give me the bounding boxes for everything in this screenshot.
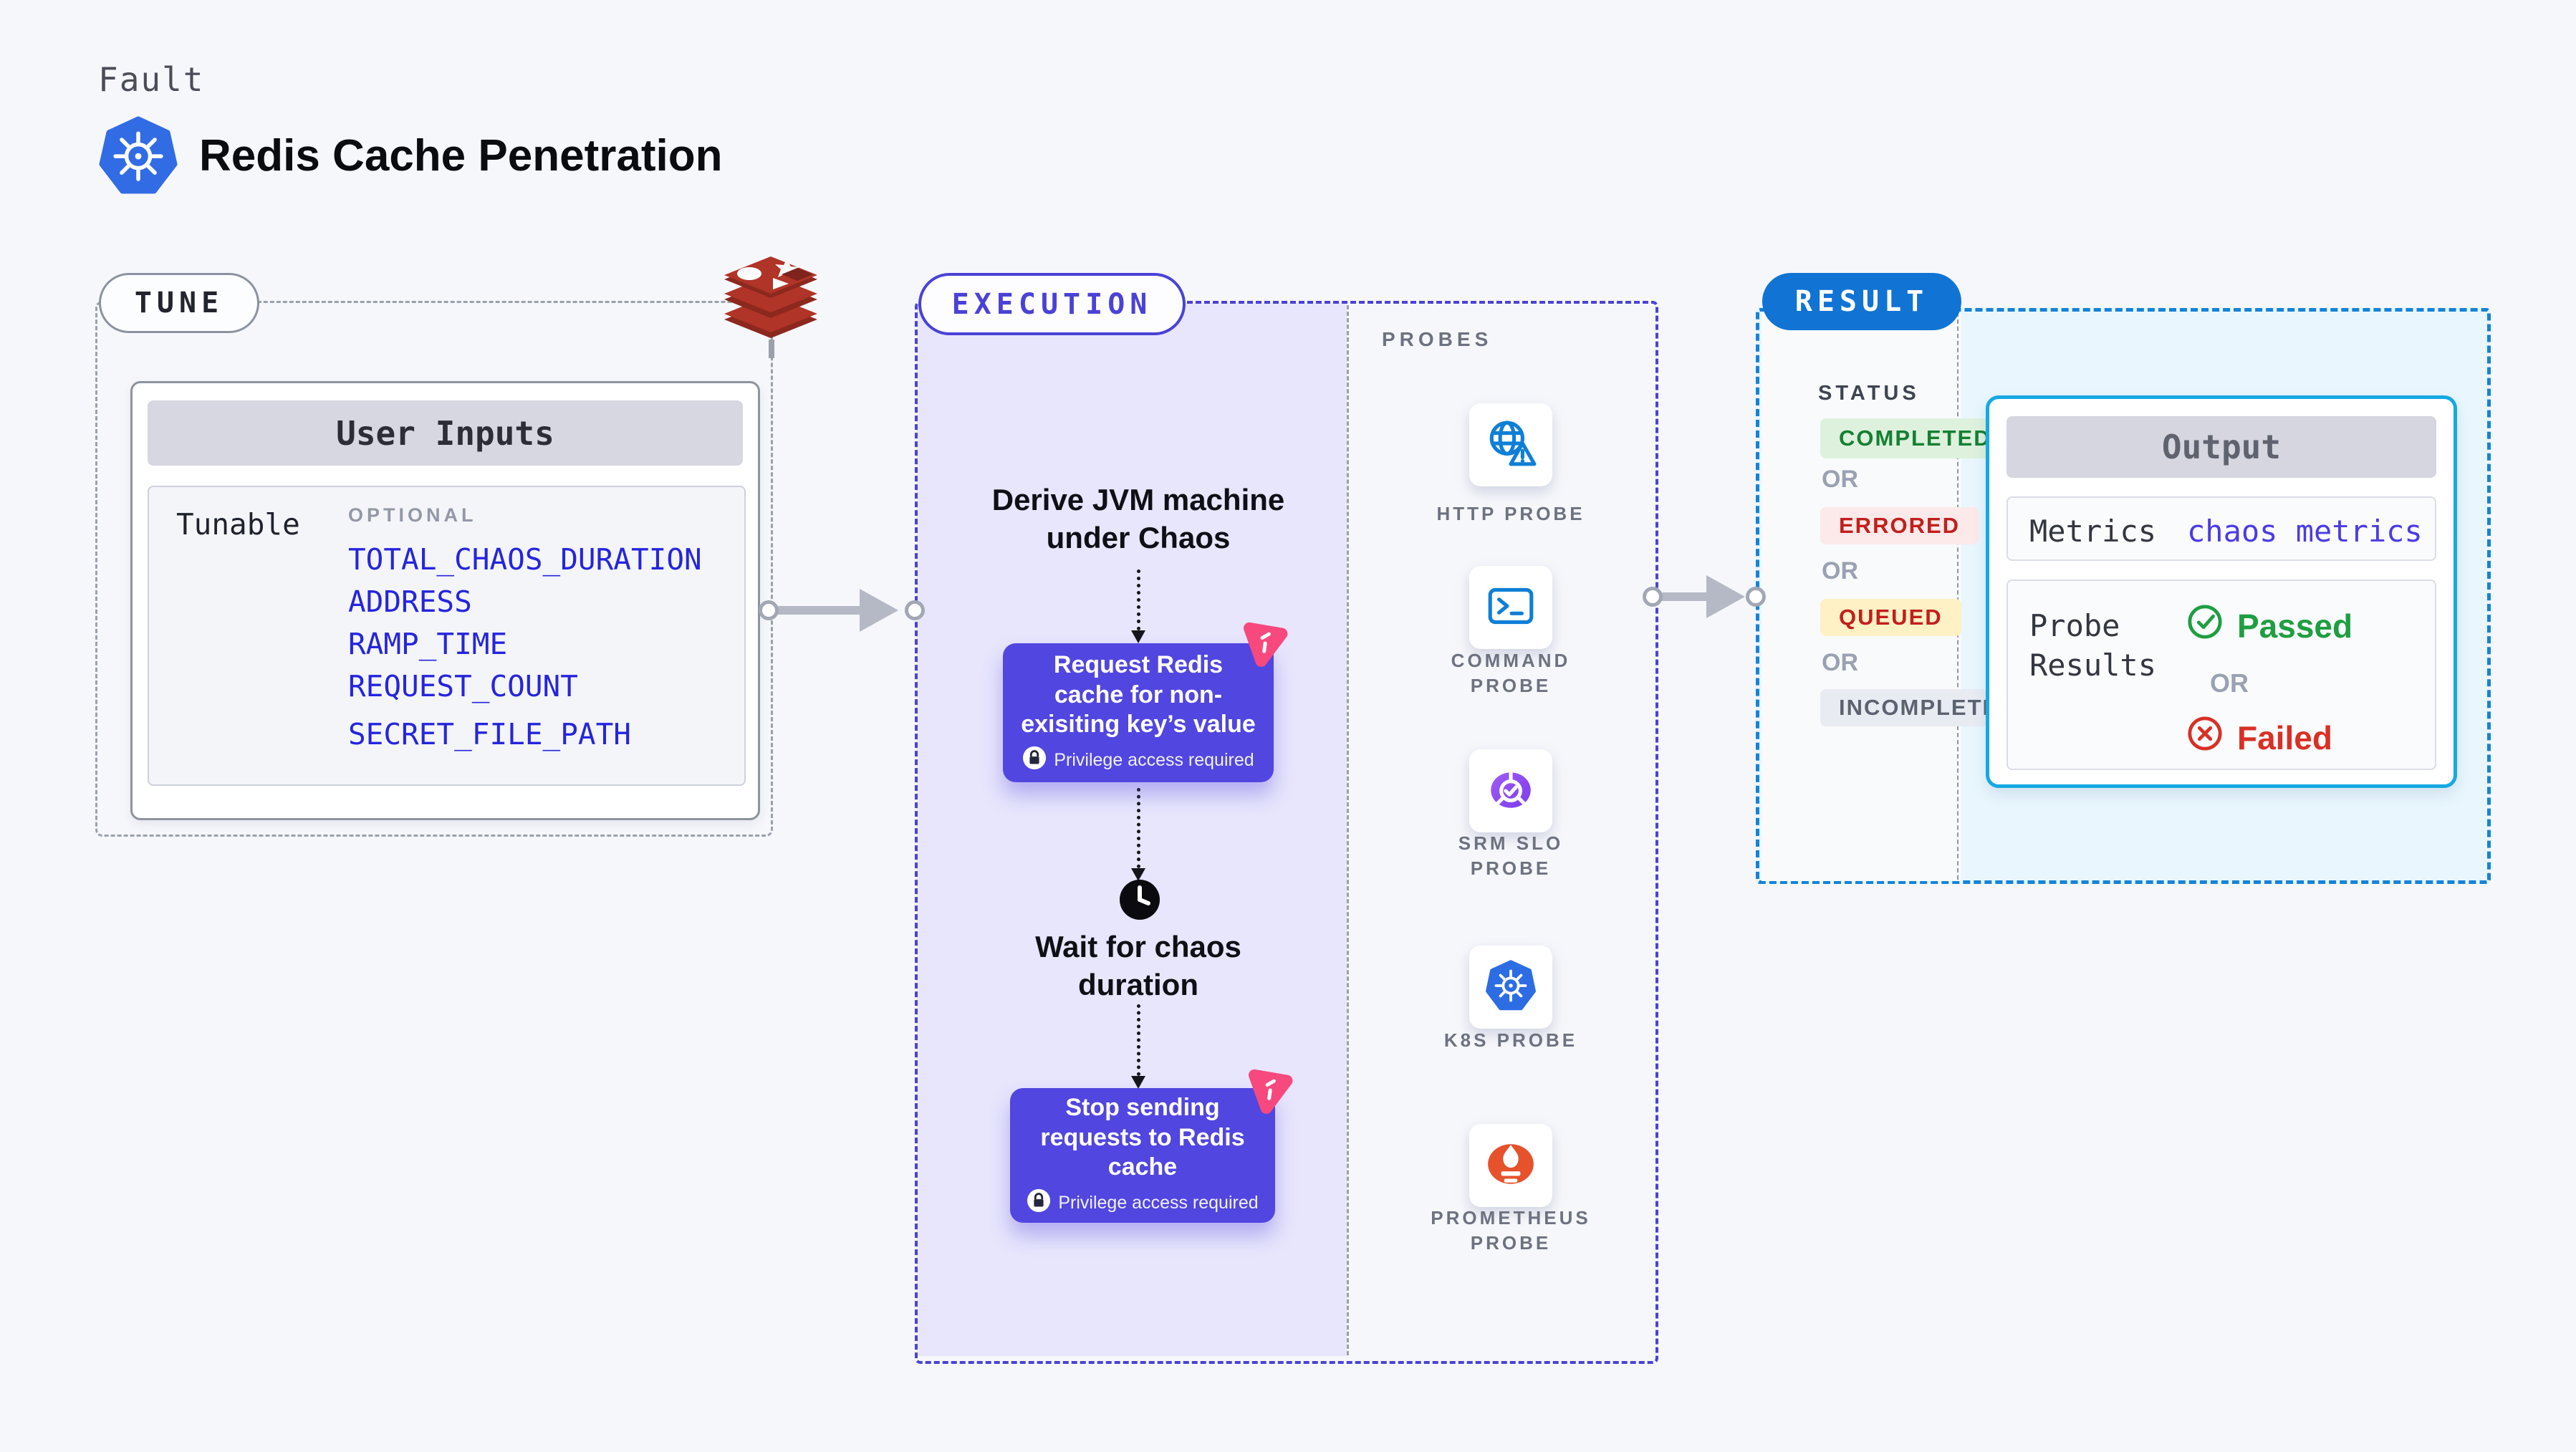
- x-circle-icon: [2187, 716, 2223, 759]
- page-title: Redis Cache Penetration: [199, 131, 723, 181]
- tune-to-execution-arrowhead: [860, 589, 898, 632]
- slo-check-icon: [1484, 763, 1537, 819]
- status-badge-queued: QUEUED: [1820, 599, 1961, 636]
- tune-to-execution-arrow: [777, 606, 862, 615]
- action-request-redis: Request Redis cache for non-exisiting ke…: [1003, 643, 1274, 782]
- passed-label: Passed: [2237, 607, 2353, 645]
- metrics-label: Metrics: [2029, 514, 2157, 549]
- probes-label: PROBES: [1382, 328, 1493, 350]
- privilege-note: Privilege access required: [1054, 749, 1254, 770]
- fault-eyebrow: Fault: [98, 60, 205, 99]
- output-card: Output Metrics chaos metrics Probe Resul…: [1986, 395, 2457, 788]
- action-stop-requests: Stop sending requests to Redis cache Pri…: [1010, 1088, 1275, 1223]
- lock-icon: [1022, 746, 1047, 775]
- prometheus-icon: [1484, 1138, 1537, 1194]
- probe-label-srm-slo: SRM SLO PROBE: [1458, 832, 1564, 880]
- flow-connector: [1137, 569, 1140, 630]
- connector-dot: [1746, 587, 1766, 607]
- chaos-experiment-icon: [1244, 1063, 1297, 1117]
- env-var: TOTAL_CHAOS_DURATION: [348, 542, 702, 577]
- probe-label-command: COMMAND PROBE: [1451, 650, 1571, 697]
- user-inputs-title: User Inputs: [148, 400, 743, 466]
- probe-card-prometheus: [1469, 1124, 1552, 1207]
- step-derive-jvm: Derive JVM machine under Chaos: [991, 483, 1285, 554]
- execution-to-result-arrow: [1661, 592, 1708, 601]
- user-inputs-body: Tunable OPTIONAL TOTAL_CHAOS_DURATION AD…: [148, 486, 746, 786]
- connector-dot: [905, 600, 925, 620]
- env-var-list: TOTAL_CHAOS_DURATION ADDRESS RAMP_TIME R…: [348, 539, 702, 756]
- metrics-value: chaos metrics: [2187, 514, 2423, 549]
- flow-arrowhead: [1131, 868, 1145, 881]
- step-wait-duration: Wait for chaos duration: [1035, 930, 1241, 1001]
- status-panel-background: [1762, 314, 1961, 881]
- flow-connector: [1137, 788, 1140, 868]
- probe-results-row: Probe Results Passed OR F: [2007, 580, 2436, 770]
- env-var: REQUEST_COUNT: [348, 669, 578, 703]
- flow-arrowhead: [1131, 1076, 1145, 1089]
- execution-pill: EXECUTION: [918, 273, 1186, 335]
- or-label: OR: [1822, 466, 1858, 493]
- chaos-experiment-icon: [1239, 616, 1292, 670]
- status-badge-completed: COMPLETED: [1820, 418, 2010, 458]
- env-var: SECRET_FILE_PATH: [348, 717, 631, 751]
- clock-icon: [1118, 878, 1161, 921]
- probe-card-http: [1469, 403, 1552, 486]
- failed-label: Failed: [2237, 718, 2332, 756]
- tune-pill: TUNE: [99, 273, 259, 333]
- or-label: OR: [2210, 668, 2249, 698]
- tunable-label: Tunable: [176, 507, 300, 542]
- env-var: ADDRESS: [348, 585, 472, 619]
- result-pill: RESULT: [1762, 273, 1961, 330]
- status-divider: [1957, 312, 1959, 880]
- flow-arrowhead: [1131, 630, 1145, 643]
- probe-card-command: [1469, 566, 1552, 649]
- connector-dot: [1643, 587, 1663, 607]
- optional-label: OPTIONAL: [348, 504, 477, 526]
- env-var: RAMP_TIME: [348, 627, 508, 661]
- check-circle-icon: [2187, 604, 2223, 648]
- probe-results-label: Probe Results: [2029, 608, 2157, 683]
- terminal-icon: [1484, 580, 1537, 636]
- metrics-row: Metrics chaos metrics: [2007, 496, 2436, 561]
- action-text: Stop sending requests to Redis cache: [1040, 1094, 1245, 1181]
- probes-divider: [1347, 305, 1349, 1355]
- probe-label-http: HTTP PROBE: [1436, 503, 1585, 524]
- execution-section-border: [915, 301, 1658, 1364]
- tune-section-border: [95, 301, 773, 837]
- globe-alert-icon: [1484, 417, 1537, 473]
- redis-icon: [716, 256, 825, 361]
- user-inputs-card: User Inputs Tunable OPTIONAL TOTAL_CHAOS…: [130, 381, 760, 820]
- flow-connector: [1137, 1004, 1140, 1076]
- privilege-note: Privilege access required: [1058, 1192, 1259, 1213]
- or-label: OR: [1822, 649, 1858, 676]
- probe-label-prometheus: PROMETHEUS PROBE: [1431, 1207, 1591, 1254]
- connector-dot: [759, 600, 779, 620]
- status-badge-errored: ERRORED: [1820, 507, 1979, 544]
- execution-to-result-arrowhead: [1706, 575, 1745, 618]
- action-text: Request Redis cache for non-exisiting ke…: [1021, 651, 1256, 739]
- output-title: Output: [2007, 416, 2436, 478]
- kubernetes-icon: [1484, 958, 1538, 1016]
- probe-card-srm-slo: [1469, 749, 1552, 832]
- kubernetes-icon: [99, 115, 178, 196]
- lock-icon: [1027, 1188, 1051, 1218]
- probe-label-k8s: K8S PROBE: [1443, 1029, 1578, 1051]
- or-label: OR: [1822, 557, 1858, 585]
- probe-card-k8s: [1469, 946, 1552, 1029]
- status-label: STATUS: [1818, 382, 1920, 405]
